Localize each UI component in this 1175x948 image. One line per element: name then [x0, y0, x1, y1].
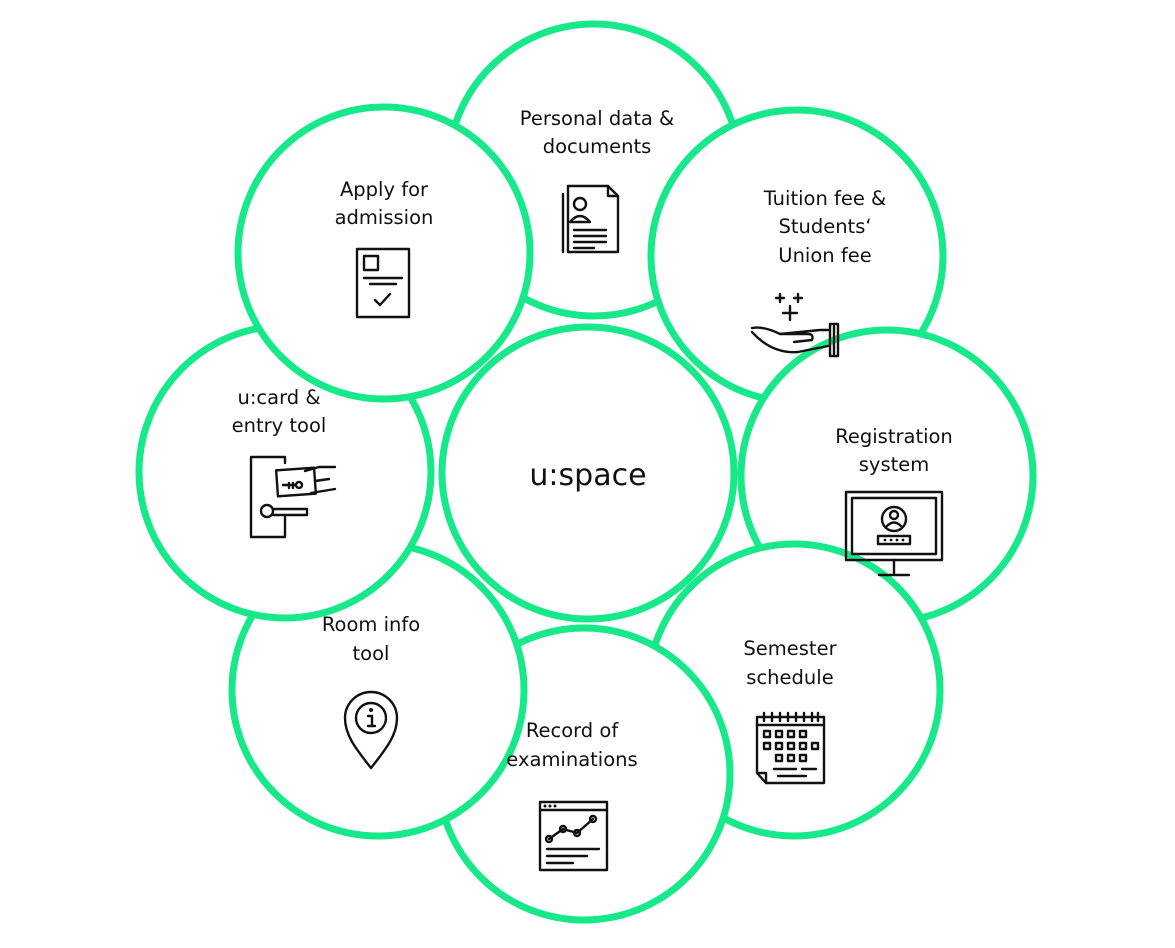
- bubble-label-line: admission: [335, 206, 434, 229]
- info-pin-icon: [343, 690, 399, 770]
- form-check-icon: [355, 247, 411, 319]
- bubble-admission: Apply for admission: [335, 178, 434, 319]
- bubble-registration: Registration system: [835, 425, 953, 577]
- ring-admission: [234, 103, 534, 403]
- bubble-label-line: examinations: [506, 748, 637, 771]
- bubble-label-line: Record of: [526, 719, 620, 742]
- bubble-examinations: Record of examinations: [506, 719, 638, 872]
- bubble-label-line: Tuition fee &: [763, 187, 887, 210]
- bubble-tuition-fee: Tuition fee & Students‘ Union fee: [750, 187, 887, 358]
- bubble-label-line: Students‘: [778, 215, 871, 238]
- bubble-label-line: Apply for: [340, 178, 429, 201]
- bubble-label-line: u:card &: [237, 386, 320, 409]
- bubble-label-line: Union fee: [778, 244, 871, 267]
- chart-window-icon: [538, 800, 609, 872]
- bubble-rings: [135, 20, 1037, 924]
- bubble-semester: Semester schedule: [743, 637, 838, 785]
- calendar-icon: [755, 711, 826, 785]
- bubble-label-line: Personal data &: [520, 107, 674, 130]
- center-bubble: u:space: [529, 458, 646, 493]
- monitor-login-icon: [844, 490, 944, 577]
- center-label: u:space: [529, 458, 646, 493]
- bubble-personal-data: Personal data & documents: [520, 107, 674, 254]
- bubble-room-info: Room info tool: [322, 613, 420, 770]
- bubble-label-line: entry tool: [232, 414, 327, 437]
- bubble-label-line: Room info: [322, 613, 420, 636]
- bubble-label-line: schedule: [746, 666, 833, 689]
- ring-center: [438, 323, 738, 623]
- hand-payment-icon: [750, 292, 840, 358]
- card-door-icon: [249, 455, 337, 539]
- bubble-label-line: Registration: [835, 425, 953, 448]
- document-person-icon: [561, 184, 620, 254]
- bubble-label-line: Semester: [743, 637, 837, 660]
- bubble-label-line: tool: [353, 642, 390, 665]
- bubble-ucard: u:card & entry tool: [232, 386, 337, 539]
- bubble-label-line: documents: [543, 135, 652, 158]
- bubble-label-line: system: [859, 453, 930, 476]
